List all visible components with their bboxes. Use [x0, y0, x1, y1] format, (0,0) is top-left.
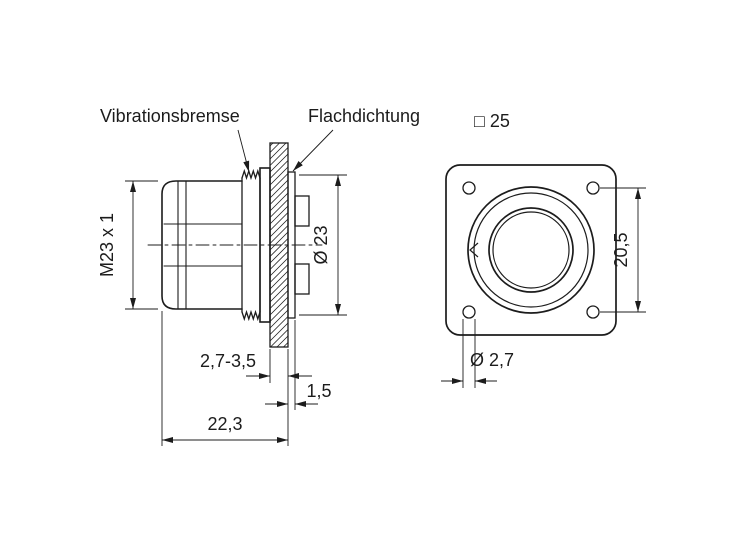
arrowhead	[635, 188, 641, 199]
arrowhead	[243, 160, 250, 172]
arrowheads	[452, 188, 641, 384]
arrowhead	[130, 181, 136, 192]
keyway-notch	[469, 242, 479, 258]
arrowhead	[475, 378, 486, 384]
rear-clip-top	[294, 195, 310, 227]
hatch-line	[269, 199, 289, 218]
hatch-line	[269, 173, 289, 192]
callout-flat-gasket-label: Flachdichtung	[308, 106, 420, 126]
hatch-line	[269, 264, 289, 283]
front-view-dimensions	[441, 187, 646, 388]
housing-circle	[467, 186, 595, 314]
arrowhead	[335, 175, 341, 186]
hatch-line	[269, 231, 289, 251]
dim-mounting-length-label: 22,3	[207, 414, 242, 434]
arrowhead	[335, 304, 341, 315]
mounting-hole	[586, 305, 600, 319]
arrowhead	[277, 437, 288, 443]
arrowhead	[452, 378, 463, 384]
rear-clip-bottom	[294, 263, 310, 295]
callout-vibration-brake-label: Vibrationsbremse	[100, 106, 240, 126]
hatch-line	[269, 166, 289, 186]
labels: Vibrationsbremse Flachdichtung M23 x 1 Ø…	[97, 106, 631, 434]
hatch-line	[269, 205, 289, 225]
hatch-line	[269, 290, 289, 309]
thread-body-outline	[161, 180, 243, 310]
panel	[269, 142, 289, 348]
mounting-hole	[462, 305, 476, 319]
hatch-line	[269, 257, 289, 277]
dim-thread-size-label: M23 x 1	[97, 213, 117, 277]
hatch-line	[269, 251, 289, 270]
hatch-line	[269, 186, 289, 205]
hatch-line	[269, 142, 274, 147]
hatch-line	[269, 316, 289, 335]
hatch-line	[270, 329, 289, 348]
hatch-line	[283, 342, 289, 348]
hatch-line	[269, 179, 289, 199]
hatch-line	[269, 142, 280, 153]
arrowhead	[288, 373, 299, 379]
side-view-dimensions	[125, 129, 347, 446]
hatch-line	[276, 335, 289, 348]
hatch-line	[269, 153, 289, 173]
dim-flange-square-label: □ 25	[474, 111, 510, 131]
hatch-line	[269, 283, 289, 303]
hatch-line	[269, 244, 289, 264]
mounting-hole	[586, 181, 600, 195]
hatch-line	[269, 309, 289, 329]
hatch-line	[269, 212, 289, 231]
arrowhead	[635, 301, 641, 312]
hatch-line	[269, 218, 289, 238]
arrowhead	[293, 161, 303, 171]
coupling-circle	[473, 192, 589, 308]
hatch-line	[269, 322, 289, 342]
arrowhead	[130, 298, 136, 309]
hatch-line	[269, 296, 289, 316]
flat-gasket	[287, 171, 296, 319]
hatch-line	[269, 160, 289, 179]
arrowhead	[162, 437, 173, 443]
hatch-line	[269, 277, 289, 296]
hatch-line	[269, 142, 287, 160]
mounting-hole	[462, 181, 476, 195]
arrowheads	[130, 160, 341, 443]
dim-hole-spacing-label: 20,5	[611, 232, 631, 267]
dim-hole-diameter-label: Ø 2,7	[470, 350, 514, 370]
flange-square	[445, 164, 617, 336]
hatch-line	[269, 270, 289, 290]
hatch-line	[269, 303, 289, 322]
hatch-line	[269, 192, 289, 212]
hatch-line	[269, 147, 289, 166]
arrowhead	[259, 373, 270, 379]
hatch-line	[269, 225, 289, 244]
dim-barrel-diameter-label: Ø 23	[311, 225, 331, 264]
hatch-line	[269, 238, 289, 257]
arrowhead	[295, 401, 306, 407]
insert-inner-circle	[492, 211, 570, 289]
dim-gasket-thickness-label: 1,5	[306, 381, 331, 401]
panel-hatch	[269, 142, 289, 348]
side-view	[147, 142, 323, 348]
front-view	[445, 164, 617, 336]
arrowhead	[277, 401, 288, 407]
insert-circle	[488, 207, 574, 293]
dim-panel-thickness-label: 2,7-3,5	[200, 351, 256, 371]
